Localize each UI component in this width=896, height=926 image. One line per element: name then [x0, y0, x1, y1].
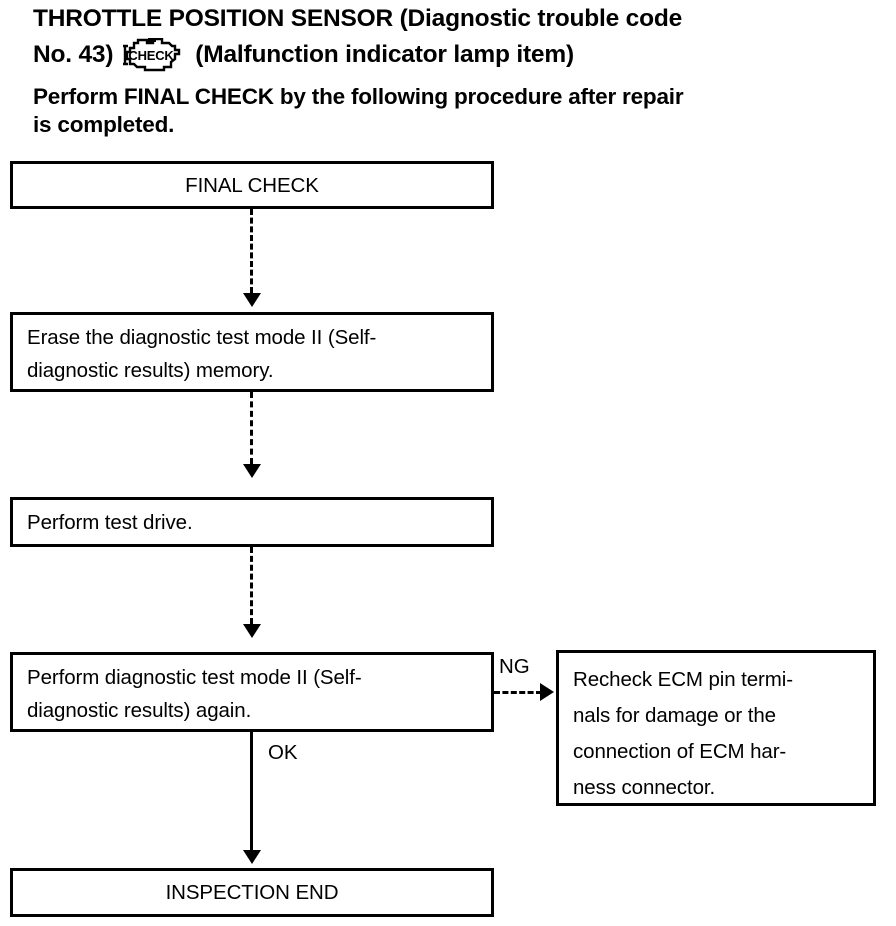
trouble-code-number: No. 43)	[33, 41, 114, 68]
flow-node-inspection-end: INSPECTION END	[10, 868, 494, 917]
flow-node-erase-memory: Erase the diagnostic test mode II (Self-…	[10, 312, 494, 392]
connector-test-drive-to-retest	[250, 547, 253, 624]
page-title-line-1: THROTTLE POSITION SENSOR (Diagnostic tro…	[33, 5, 683, 32]
page-subtitle-line-1: Perform FINAL CHECK by the following pro…	[33, 84, 684, 109]
flow-node-recheck-ecm-label: Recheck ECM pin termi- nals for damage o…	[573, 668, 793, 799]
flow-node-final-check: FINAL CHECK	[10, 161, 494, 209]
connector-final-check-to-erase	[250, 209, 253, 293]
flow-node-test-drive-label: Perform test drive.	[27, 510, 193, 534]
arrow-right-icon	[540, 683, 554, 701]
arrow-down-icon	[243, 293, 261, 307]
flow-node-erase-memory-label: Erase the diagnostic test mode II (Self-…	[27, 326, 377, 382]
branch-label-ng: NG	[499, 655, 530, 678]
mil-icon-label: CHECK	[129, 48, 175, 63]
flow-node-recheck-ecm: Recheck ECM pin termi- nals for damage o…	[556, 650, 876, 806]
flow-node-retest: Perform diagnostic test mode II (Self- d…	[10, 652, 494, 732]
flow-node-inspection-end-label: INSPECTION END	[165, 881, 339, 904]
connector-retest-to-end	[250, 732, 253, 850]
branch-label-ok: OK	[268, 741, 298, 764]
connector-erase-to-test-drive	[250, 392, 253, 464]
flow-node-retest-label: Perform diagnostic test mode II (Self- d…	[27, 666, 362, 722]
arrow-down-icon	[243, 464, 261, 478]
arrow-down-icon	[243, 624, 261, 638]
flow-node-final-check-label: FINAL CHECK	[185, 173, 319, 197]
connector-retest-to-recheck	[494, 691, 542, 694]
page-title-line-2: No. 43) CHECK (Malfunction indicator lam…	[33, 38, 574, 72]
arrow-down-icon	[243, 850, 261, 864]
flow-node-test-drive: Perform test drive.	[10, 497, 494, 547]
check-engine-malfunction-indicator-lamp-icon: CHECK	[123, 38, 185, 72]
page-subtitle-line-2: is completed.	[33, 112, 175, 137]
mil-item-note: (Malfunction indicator lamp item)	[195, 41, 574, 68]
